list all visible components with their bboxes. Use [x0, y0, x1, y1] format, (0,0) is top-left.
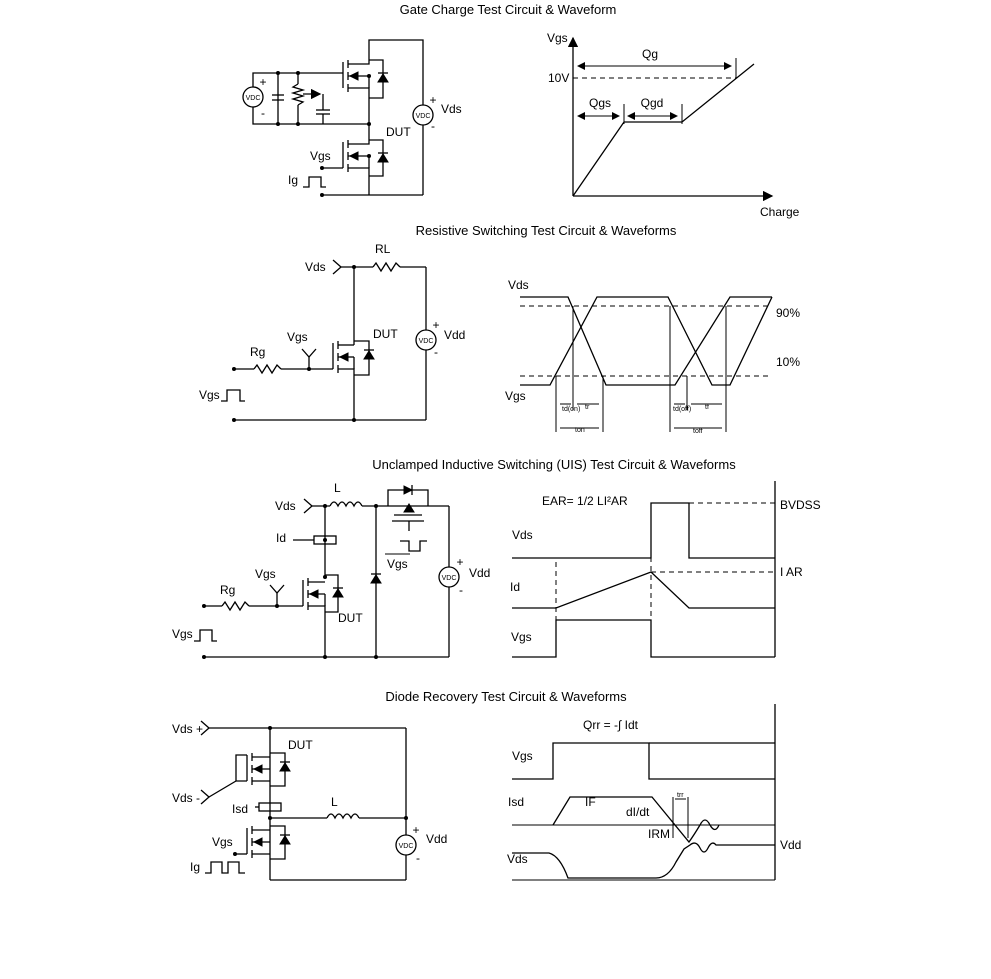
- plus-sign: +: [259, 75, 266, 89]
- vgs-label: Vgs: [310, 149, 331, 163]
- v10-label: 10V: [548, 71, 569, 85]
- toff-label: toff: [693, 428, 703, 435]
- dut-label: DUT: [373, 327, 398, 341]
- qgs-label: Qgs: [589, 96, 611, 110]
- isd-label: Isd: [232, 802, 248, 816]
- vgs-wave-label: Vgs: [511, 630, 532, 644]
- ear-equation: EAR= 1/2 LI²AR: [542, 494, 628, 508]
- l-label: L: [331, 795, 338, 809]
- id-wave-label: Id: [510, 580, 520, 594]
- p10-label: 10%: [776, 355, 800, 369]
- resistive-switching-title: Resistive Switching Test Circuit & Wavef…: [416, 223, 677, 238]
- trr-label: trr: [677, 792, 684, 799]
- td-off-label: td(off): [673, 406, 691, 413]
- ton-label: ton: [575, 427, 585, 434]
- uis-circuit: Vds L Id DUT Vgs: [172, 481, 490, 659]
- dut-label: DUT: [288, 738, 313, 752]
- tr-label: tr: [585, 404, 590, 411]
- minus-sign: -: [416, 851, 420, 865]
- uis-section: Unclamped Inductive Switching (UIS) Test…: [172, 457, 821, 659]
- vgs-pulse-label: Vgs: [199, 388, 220, 402]
- vdd-label: Vdd: [426, 832, 447, 846]
- vdc-label: VDC: [419, 338, 434, 345]
- gate-charge-section: Gate Charge Test Circuit & Waveform VDC …: [242, 2, 800, 219]
- rg-label: Rg: [250, 345, 265, 359]
- minus-sign: -: [434, 345, 438, 359]
- vdc-label-right: VDC: [416, 113, 431, 120]
- vds-wave-label: Vds: [508, 278, 529, 292]
- vdc-label: VDC: [246, 95, 261, 102]
- vds-plus-label: Vds +: [172, 722, 203, 736]
- dut-label: DUT: [338, 611, 363, 625]
- vds-label: Vds: [275, 499, 296, 513]
- qgd-label: Qgd: [641, 96, 664, 110]
- diode-recovery-section: Diode Recovery Test Circuit & Waveforms …: [172, 689, 801, 881]
- vgs-label: Vgs: [212, 835, 233, 849]
- l-label: L: [334, 481, 341, 495]
- gate-charge-waveform: Vgs Charge 10V Qg Qgs Qgd: [547, 31, 800, 219]
- vgs-pulse-label: Vgs: [172, 627, 193, 641]
- resistive-switching-section: Resistive Switching Test Circuit & Wavef…: [199, 223, 800, 435]
- plus-sign-right: +: [429, 93, 436, 107]
- if-label: IF: [585, 795, 596, 809]
- diode-recovery-title: Diode Recovery Test Circuit & Waveforms: [385, 689, 627, 704]
- vdd-wave-label: Vdd: [780, 838, 801, 852]
- plus-sign: +: [412, 823, 419, 837]
- vds-wave-label: Vds: [507, 852, 528, 866]
- minus-sign: -: [459, 583, 463, 597]
- gate-charge-title: Gate Charge Test Circuit & Waveform: [400, 2, 617, 17]
- plus-sign: +: [432, 318, 439, 332]
- y-axis-label: Vgs: [547, 31, 568, 45]
- vgs-wave-label: Vgs: [505, 389, 526, 403]
- vgs-bar-label: Vgs: [387, 557, 408, 571]
- resistive-switching-circuit: Vds RL DUT Vgs Rg: [199, 242, 465, 422]
- vds-minus-label: Vds -: [172, 791, 200, 805]
- id-label: Id: [276, 531, 286, 545]
- ig-label: Ig: [288, 173, 298, 187]
- resistive-switching-waveform: Vds Vgs 90% 10% td(on) tr td(off) tf: [505, 278, 800, 435]
- vdd-label: Vdd: [444, 328, 465, 342]
- p90-label: 90%: [776, 306, 800, 320]
- x-axis-label: Charge: [760, 205, 800, 219]
- vdc-label: VDC: [442, 575, 457, 582]
- rg-label: Rg: [220, 583, 235, 597]
- rl-label: RL: [375, 242, 391, 256]
- diode-recovery-circuit: Vds + DUT Vds - Isd: [172, 720, 447, 881]
- vds-label: Vds: [441, 102, 462, 116]
- uis-waveform: EAR= 1/2 LI²AR BVDSS Vds Id I AR Vgs: [510, 481, 821, 658]
- minus-sign-right: -: [431, 119, 435, 133]
- vds-wave-label: Vds: [512, 528, 533, 542]
- qg-label: Qg: [642, 47, 658, 61]
- iar-label: I AR: [780, 565, 803, 579]
- qrr-equation: Qrr = -∫ Idt: [583, 718, 639, 732]
- isd-wave-label: Isd: [508, 795, 524, 809]
- vgs-label: Vgs: [287, 330, 308, 344]
- vgs-wave-label: Vgs: [512, 749, 533, 763]
- ig-label: Ig: [190, 860, 200, 874]
- plus-sign: +: [456, 555, 463, 569]
- td-on-label: td(on): [562, 406, 580, 413]
- tf-label: tf: [705, 404, 709, 411]
- irm-label: IRM: [648, 827, 670, 841]
- diode-recovery-waveform: Qrr = -∫ Idt Vgs Isd IF dI/dt trr IRM Vd…: [507, 704, 801, 881]
- bvdss-label: BVDSS: [780, 498, 821, 512]
- vdd-label: Vdd: [469, 566, 490, 580]
- vgs-label: Vgs: [255, 567, 276, 581]
- minus-sign: -: [261, 106, 265, 120]
- vdc-label: VDC: [399, 843, 414, 850]
- vds-label: Vds: [305, 260, 326, 274]
- gate-charge-circuit: VDC + -: [242, 39, 462, 197]
- uis-title: Unclamped Inductive Switching (UIS) Test…: [372, 457, 736, 472]
- didt-label: dI/dt: [626, 805, 650, 819]
- dut-label: DUT: [386, 125, 411, 139]
